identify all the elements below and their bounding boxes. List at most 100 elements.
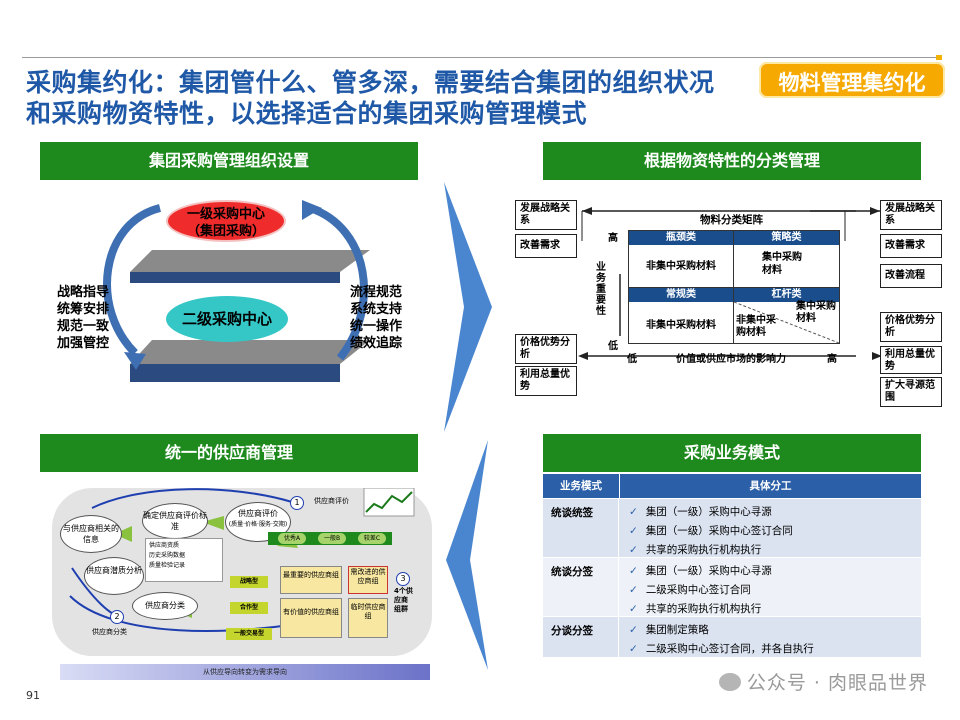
- left-box-improve-demand: 改善需求: [515, 234, 577, 258]
- q2-connector-arrows: [578, 207, 882, 360]
- orientation-shift-bar: 从供应导向转变为需求导向: [60, 664, 430, 680]
- group-valuable: 有价值的供应商组: [280, 598, 342, 638]
- q4-header: 采购业务模式: [543, 434, 921, 472]
- q1-right-item: 系统支持: [350, 302, 403, 317]
- division-item: ✓集团（一级）采购中心签订合同: [629, 522, 921, 541]
- node-supplier-evaluation-title: 供应商评价: [238, 509, 278, 518]
- group-most-important: 最重要的供应商组: [280, 566, 342, 594]
- classification-matrix: 瓶颈类 非集中采购材料 策略类 集中采购材料 常规类 非集中采购材料 杠杆类 非…: [628, 230, 840, 344]
- right-box-volume-advantage: 利用总量优势: [880, 346, 942, 374]
- right-chevron-arrow: [444, 182, 492, 432]
- col-header-division: 具体分工: [749, 480, 792, 492]
- info-card-item: 历史采购数据: [149, 552, 186, 559]
- group-temporary: 临时供应商组: [348, 598, 388, 638]
- col-header-mode: 业务模式: [543, 474, 620, 498]
- cell-routine-body: 非集中采购材料: [646, 320, 716, 331]
- topic-badge: 物料管理集约化: [759, 62, 945, 98]
- x-axis-high: 高: [827, 354, 837, 365]
- right-box-strategic-relation: 发展战略关系: [880, 200, 942, 230]
- q2-header: 根据物资特性的分类管理: [543, 142, 921, 180]
- supplier-info-card: 供应商资质 历史采购数据 质量检验记录: [145, 538, 223, 582]
- division-item-text: 共享的采购执行机构执行: [645, 603, 762, 615]
- wechat-icon: [718, 673, 741, 691]
- division-item: ✓ 集团（一级）采购中心寻源: [629, 562, 921, 581]
- cell-routine-head: 常规类: [629, 288, 733, 302]
- cell-strategic: 策略类 集中采购材料: [734, 231, 839, 288]
- check-icon: ✓: [629, 624, 638, 636]
- cell-leverage: 杠杆类 非集中采购材料 集中采购材料: [734, 288, 839, 343]
- cell-routine: 常规类 非集中采购材料: [629, 288, 734, 343]
- mode-cell: 统谈统签: [543, 499, 619, 557]
- tier-cooperative: 合作型: [230, 602, 268, 614]
- level1-procurement-center: 一级采购中心 （集团采购）: [166, 200, 286, 242]
- grade-a: 优秀A: [278, 533, 306, 544]
- class-label: 供应商分类: [92, 628, 127, 636]
- division-item: ✓ 集团制定策略: [629, 621, 921, 640]
- division-cell: ✓ 集团（一级）采购中心寻源 ✓二级采购中心签订合同 ✓ 共享的采购执行机构执行: [619, 558, 921, 616]
- division-item-text: 二级采购中心签订合同，并各自执行: [645, 643, 814, 655]
- left-box-volume-advantage: 利用总量优势: [515, 366, 577, 396]
- left-chevron-arrow: [446, 440, 488, 670]
- division-item-text: 二级采购中心签订合同: [645, 584, 751, 596]
- division-cell: ✓集团（一级）采购中心寻源✓集团（一级）采购中心签订合同✓共享的采购执行机构执行: [619, 499, 921, 557]
- mode-cell: 统谈分签: [543, 558, 619, 616]
- node-supplier-classification: 供应商分类: [132, 592, 198, 620]
- topic-badge-label: 物料管理集约化: [778, 71, 926, 95]
- q3-header: 统一的供应商管理: [40, 434, 418, 472]
- table-row: 统谈统签✓集团（一级）采购中心寻源✓集团（一级）采购中心签订合同✓共享的采购执行…: [543, 498, 921, 557]
- q1-org-diagram: [103, 200, 370, 382]
- info-card-item: 质量检验记录: [149, 562, 186, 569]
- division-item-text: 集团制定策略: [645, 624, 709, 636]
- x-axis-low: 低: [627, 354, 637, 365]
- check-icon: ✓: [629, 603, 638, 615]
- table-row: 统谈分签 ✓ 集团（一级）采购中心寻源 ✓二级采购中心签订合同 ✓ 共享的采购执行机构执行: [543, 557, 921, 616]
- cell-strategic-body: 集中采购材料: [762, 252, 802, 276]
- level1-subtitle: （集团采购）: [186, 224, 265, 239]
- level1-title: 一级采购中心: [186, 207, 265, 222]
- division-item: ✓二级采购中心签订合同: [629, 581, 921, 600]
- matrix-title: 物料分类矩阵: [700, 214, 763, 226]
- q1-header: 集团采购管理组织设置: [40, 142, 418, 180]
- right-box-price-analysis: 价格优势分析: [880, 312, 942, 342]
- grade-c: 较差C: [358, 533, 386, 544]
- y-axis-label: 业务重要性: [596, 262, 606, 317]
- division-item: ✓集团（一级）采购中心寻源: [629, 503, 921, 522]
- y-axis-high: 高: [608, 233, 618, 244]
- grade-bar: 优秀A 一般B 较差C: [268, 532, 392, 545]
- cell-bottleneck-body: 非集中采购材料: [646, 261, 716, 272]
- q1-left-item: 统筹安排: [57, 302, 110, 317]
- table-header-row: 业务模式 具体分工: [543, 474, 921, 498]
- x-axis-label: 价值或供应市场的影响力: [676, 354, 786, 365]
- watermark-text: 公众号 · 肉眼品世界: [746, 672, 928, 694]
- mode-cell: 分谈分签: [543, 617, 619, 657]
- group-need-improve: 需改进的供应商组: [348, 566, 388, 594]
- check-icon: ✓: [629, 565, 638, 577]
- q1-left-item: 规范一致: [57, 319, 110, 334]
- division-item: ✓ 二级采购中心签订合同，并各自执行: [629, 640, 921, 659]
- q1-right-list: 流程规范 系统支持 统一操作 绩效追踪: [350, 284, 402, 352]
- marker-1: 1: [290, 496, 304, 510]
- q1-left-item: 战略指导: [57, 285, 110, 300]
- check-icon: ✓: [629, 643, 638, 655]
- page-number: 91: [26, 689, 40, 702]
- page-title-line2: 和采购物资特性，以选择适合的集团采购管理模式: [26, 99, 588, 128]
- division-item: ✓共享的采购执行机构执行: [629, 541, 921, 560]
- watermark: 公众号 · 肉眼品世界: [718, 668, 928, 695]
- node-define-criteria: 确定供应商评价标准: [142, 503, 208, 539]
- right-box-improve-demand: 改善需求: [880, 234, 942, 258]
- info-card-item: 供应商资质: [149, 542, 180, 549]
- business-mode-table: 业务模式 具体分工 统谈统签✓集团（一级）采购中心寻源✓集团（一级）采购中心签订…: [543, 474, 921, 657]
- node-potential-analysis: 供应商潜质分析: [84, 557, 144, 595]
- division-item-text: 集团（一级）采购中心寻源: [645, 565, 772, 577]
- marker-3: 3: [396, 572, 410, 586]
- division-cell: ✓ 集团制定策略 ✓ 二级采购中心签订合同，并各自执行: [619, 617, 921, 657]
- check-icon: ✓: [629, 544, 638, 556]
- q1-right-item: 绩效追踪: [350, 336, 403, 351]
- marker-2: 2: [110, 610, 124, 624]
- cell-leverage-body-a: 非集中采购材料: [736, 315, 776, 338]
- table-row: 分谈分签 ✓ 集团制定策略 ✓ 二级采购中心签订合同，并各自执行: [543, 616, 921, 657]
- cell-leverage-divider: [734, 302, 839, 343]
- q1-right-item: 流程规范: [350, 285, 403, 300]
- y-axis-low: 低: [608, 341, 618, 352]
- left-box-price-analysis: 价格优势分析: [515, 334, 577, 364]
